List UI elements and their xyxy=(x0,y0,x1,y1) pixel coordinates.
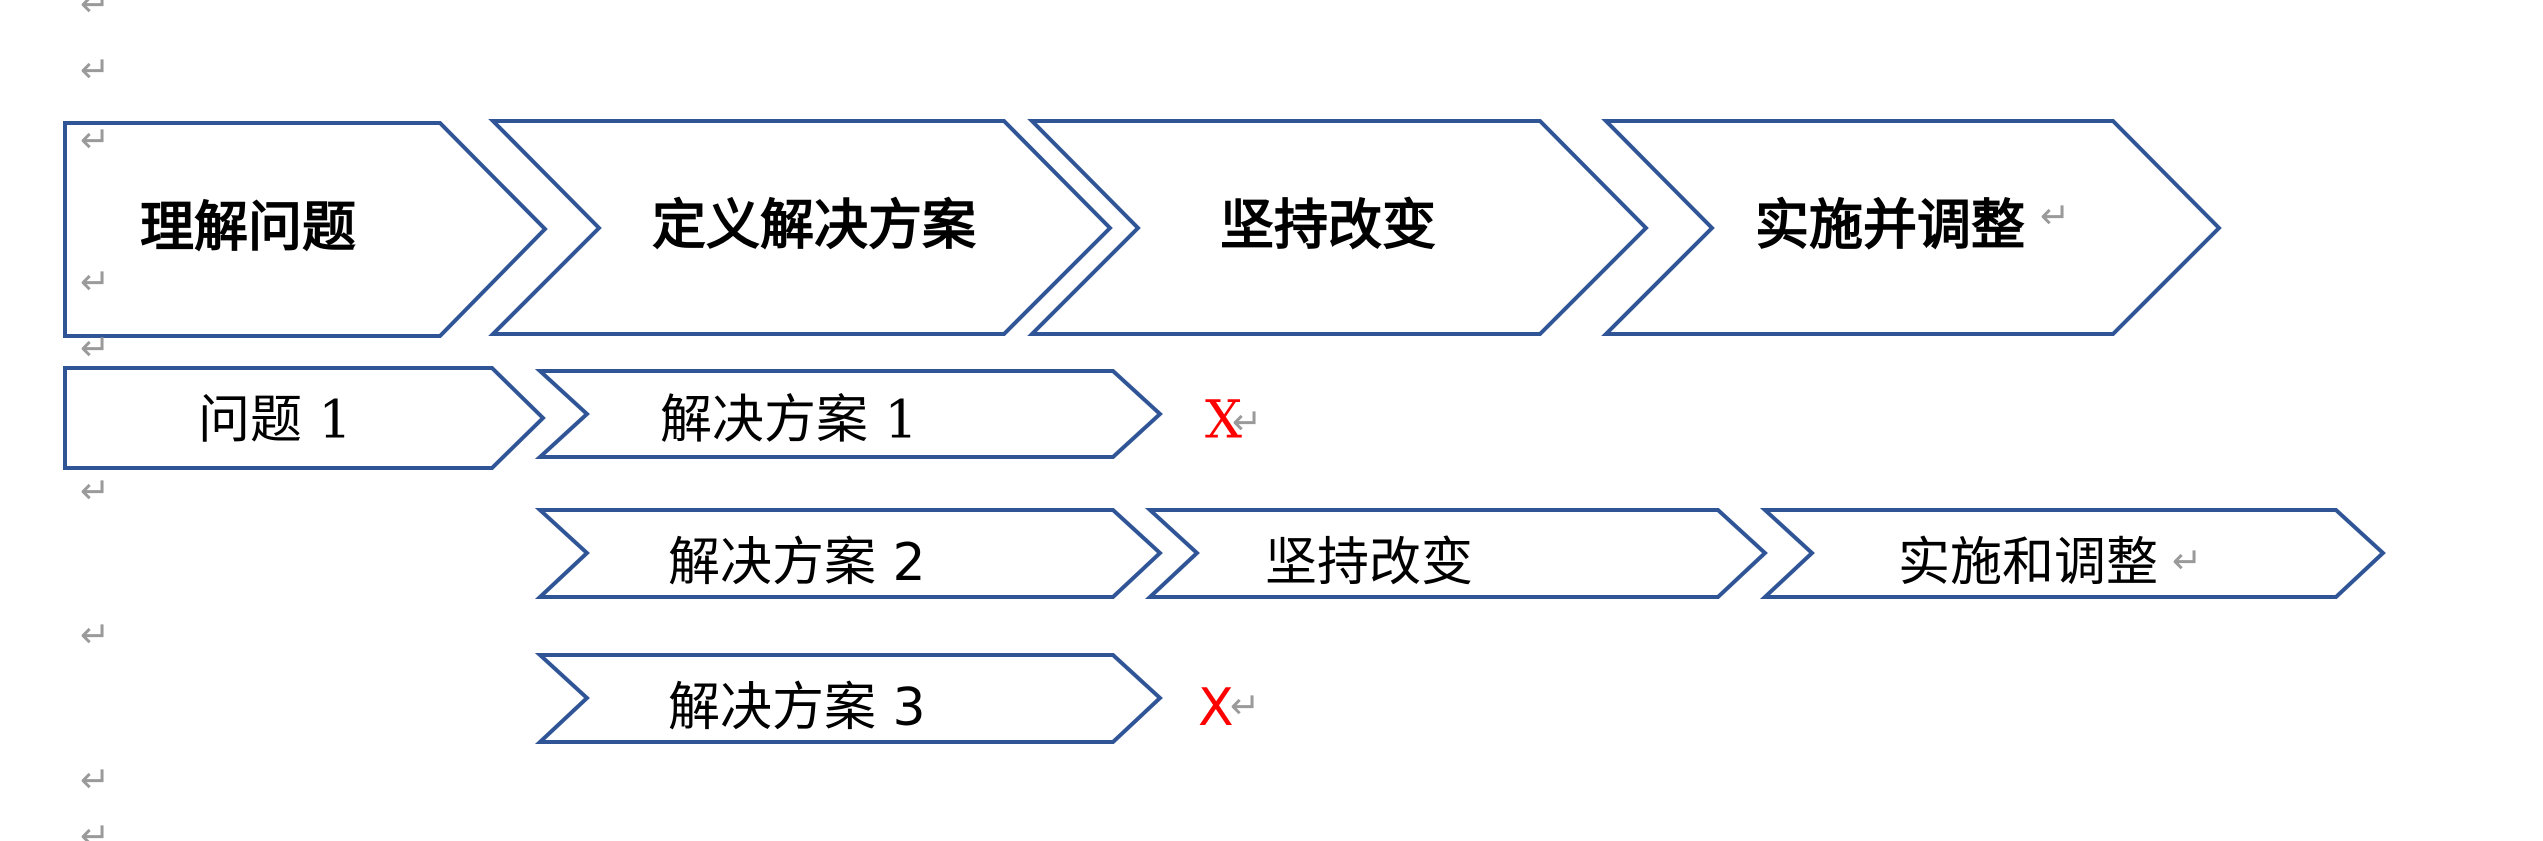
paragraph-mark: ↵ xyxy=(80,328,110,369)
step-persist-change-label: 坚持改变 xyxy=(1220,194,1436,257)
paragraph-mark: ↵ xyxy=(2172,541,2202,582)
solution-1-rejected-mark: X xyxy=(1205,391,1242,451)
step-define-solution-label: 定义解决方案 xyxy=(652,194,977,257)
problem-1-label: 问题 1 xyxy=(198,391,352,451)
solution-2-label: 解决方案 2 xyxy=(668,533,926,593)
solution-1-label: 解决方案 1 xyxy=(660,391,918,451)
paragraph-mark: ↵ xyxy=(80,471,110,512)
implement-adjust-shape xyxy=(1759,508,2386,599)
persist-change-label: 坚持改变 xyxy=(1265,533,1473,593)
paragraph-mark: ↵ xyxy=(80,816,110,841)
persist-change-shape xyxy=(1144,508,1768,599)
solution-3-shape xyxy=(534,653,1163,744)
step-persist-change-shape xyxy=(1027,119,1649,336)
paragraph-mark: ↵ xyxy=(80,0,110,25)
problem-1-shape xyxy=(63,366,546,470)
paragraph-mark: ↵ xyxy=(2040,196,2070,237)
paragraph-mark: ↵ xyxy=(80,615,110,656)
implement-adjust-label: 实施和调整 xyxy=(1898,533,2158,593)
step-understand-problem-shape xyxy=(63,121,548,338)
step-understand-problem-label: 理解问题 xyxy=(140,196,356,259)
paragraph-mark: ↵ xyxy=(80,50,110,91)
paragraph-mark: ↵ xyxy=(1230,686,1260,727)
step-implement-adjust-label: 实施并调整 xyxy=(1755,194,2025,257)
solution-3-rejected-mark: X xyxy=(1198,678,1234,738)
solution-1-shape xyxy=(534,369,1163,459)
paragraph-mark: ↵ xyxy=(80,760,110,801)
step-implement-adjust-shape xyxy=(1601,119,2222,336)
step-define-solution-shape xyxy=(488,119,1113,336)
paragraph-mark: ↵ xyxy=(80,120,110,161)
paragraph-mark: ↵ xyxy=(1232,402,1262,443)
solution-3-label: 解决方案 3 xyxy=(668,678,926,738)
paragraph-mark: ↵ xyxy=(80,262,110,303)
solution-2-shape xyxy=(534,508,1163,599)
